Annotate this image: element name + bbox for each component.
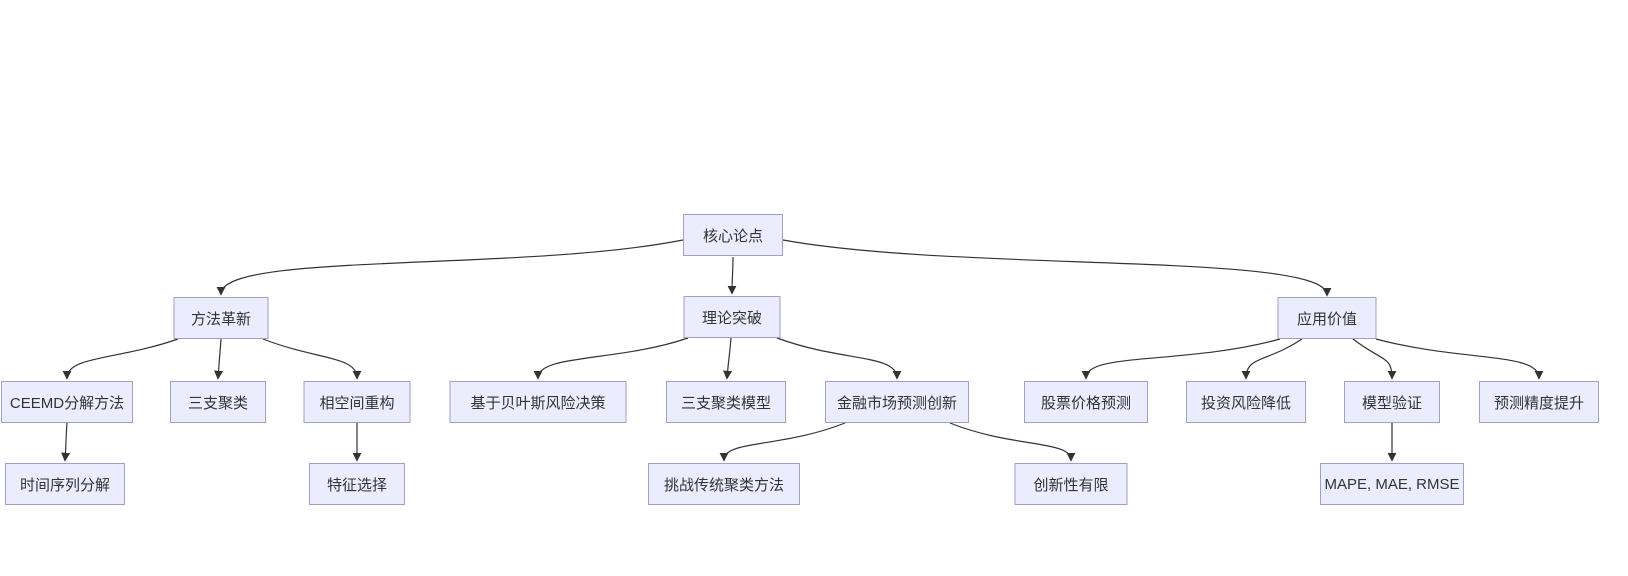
node-financial-market-forecast-innovation: 金融市场预测创新 [825,381,969,423]
edge-application-stock-pred [1081,338,1281,380]
node-method-innovation: 方法革新 [173,297,269,339]
node-model-validation: 模型验证 [1344,381,1440,423]
node-investment-risk-reduction: 投资风险降低 [1186,381,1306,423]
node-three-way-clustering-model: 三支聚类模型 [666,381,786,423]
edge-root-theory [727,256,737,295]
edge-application-risk-reduction [1241,338,1303,380]
edge-fin-innovation-challenge [719,422,846,462]
node-three-way-clustering: 三支聚类 [170,381,266,423]
edge-method-ceemd [62,338,179,380]
node-limited-innovation: 创新性有限 [1014,463,1128,505]
edge-root-application [782,239,1332,297]
node-prediction-accuracy-improvement: 预测精度提升 [1479,381,1599,423]
edge-application-model-validation [1352,338,1397,380]
node-time-series-decomposition: 时间序列分解 [5,463,125,505]
node-phase-space-reconstruction: 相空间重构 [303,381,411,423]
node-theory-breakthrough: 理论突破 [683,296,781,338]
edge-method-phase-space [262,338,362,380]
edge-method-three-way [214,338,224,380]
edge-theory-three-way-model [723,337,733,380]
node-feature-selection: 特征选择 [309,463,405,505]
node-bayesian-risk-decision: 基于贝叶斯风险决策 [449,381,627,423]
edge-application-accuracy [1375,338,1544,380]
edge-root-method [216,239,684,296]
node-error-metrics: MAPE, MAE, RMSE [1320,463,1464,505]
node-ceemd-decomposition: CEEMD分解方法 [1,381,133,423]
edge-fin-innovation-limited [949,422,1076,462]
node-challenge-traditional-clustering: 挑战传统聚类方法 [648,463,800,505]
node-stock-price-prediction: 股票价格预测 [1024,381,1148,423]
edge-theory-fin-innovation [776,337,902,380]
edge-ceemd-ts-decomp [61,422,71,462]
edge-theory-bayes [533,337,689,380]
node-core-thesis: 核心论点 [683,214,783,256]
node-application-value: 应用价值 [1277,297,1377,339]
